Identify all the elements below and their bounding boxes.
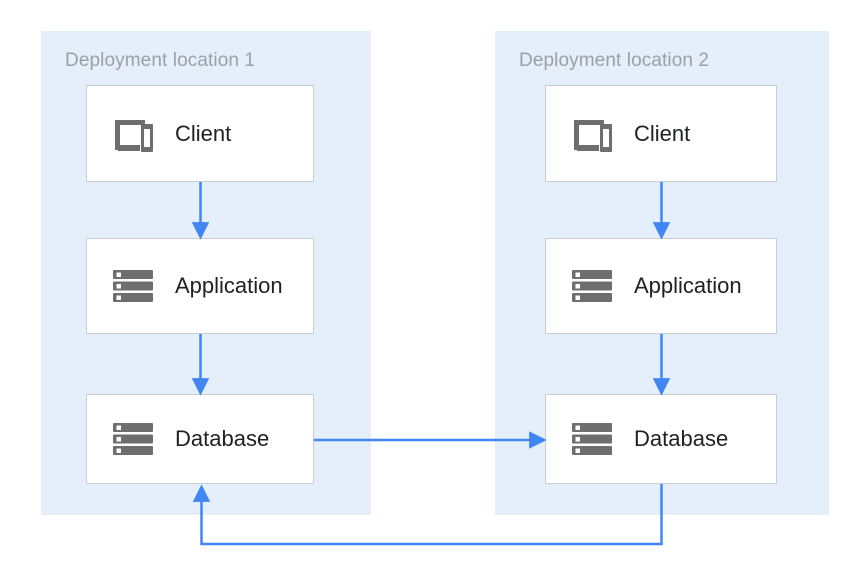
zone-1-label: Deployment location 1	[65, 50, 256, 71]
zone-2-label: Deployment location 2	[519, 50, 710, 71]
server-rack-icon	[113, 270, 153, 302]
devices-icon	[574, 119, 612, 152]
node-application-2[interactable]: Application	[545, 238, 777, 334]
node-client-2[interactable]: Client	[545, 85, 777, 182]
node-database-1-label: Database	[175, 426, 270, 451]
node-application-1-label: Application	[175, 273, 283, 298]
server-rack-icon	[113, 423, 153, 455]
node-database-1[interactable]: Database	[86, 394, 314, 484]
node-client-2-label: Client	[634, 120, 691, 146]
node-application-2-label: Application	[634, 273, 742, 298]
node-client-1-label: Client	[175, 120, 232, 146]
node-database-2[interactable]: Database	[545, 394, 777, 484]
server-rack-icon	[572, 423, 612, 455]
server-rack-icon	[572, 270, 612, 302]
devices-icon	[115, 119, 153, 152]
node-application-1[interactable]: Application	[86, 238, 314, 334]
node-client-1[interactable]: Client	[86, 85, 314, 182]
node-database-2-label: Database	[634, 426, 729, 451]
